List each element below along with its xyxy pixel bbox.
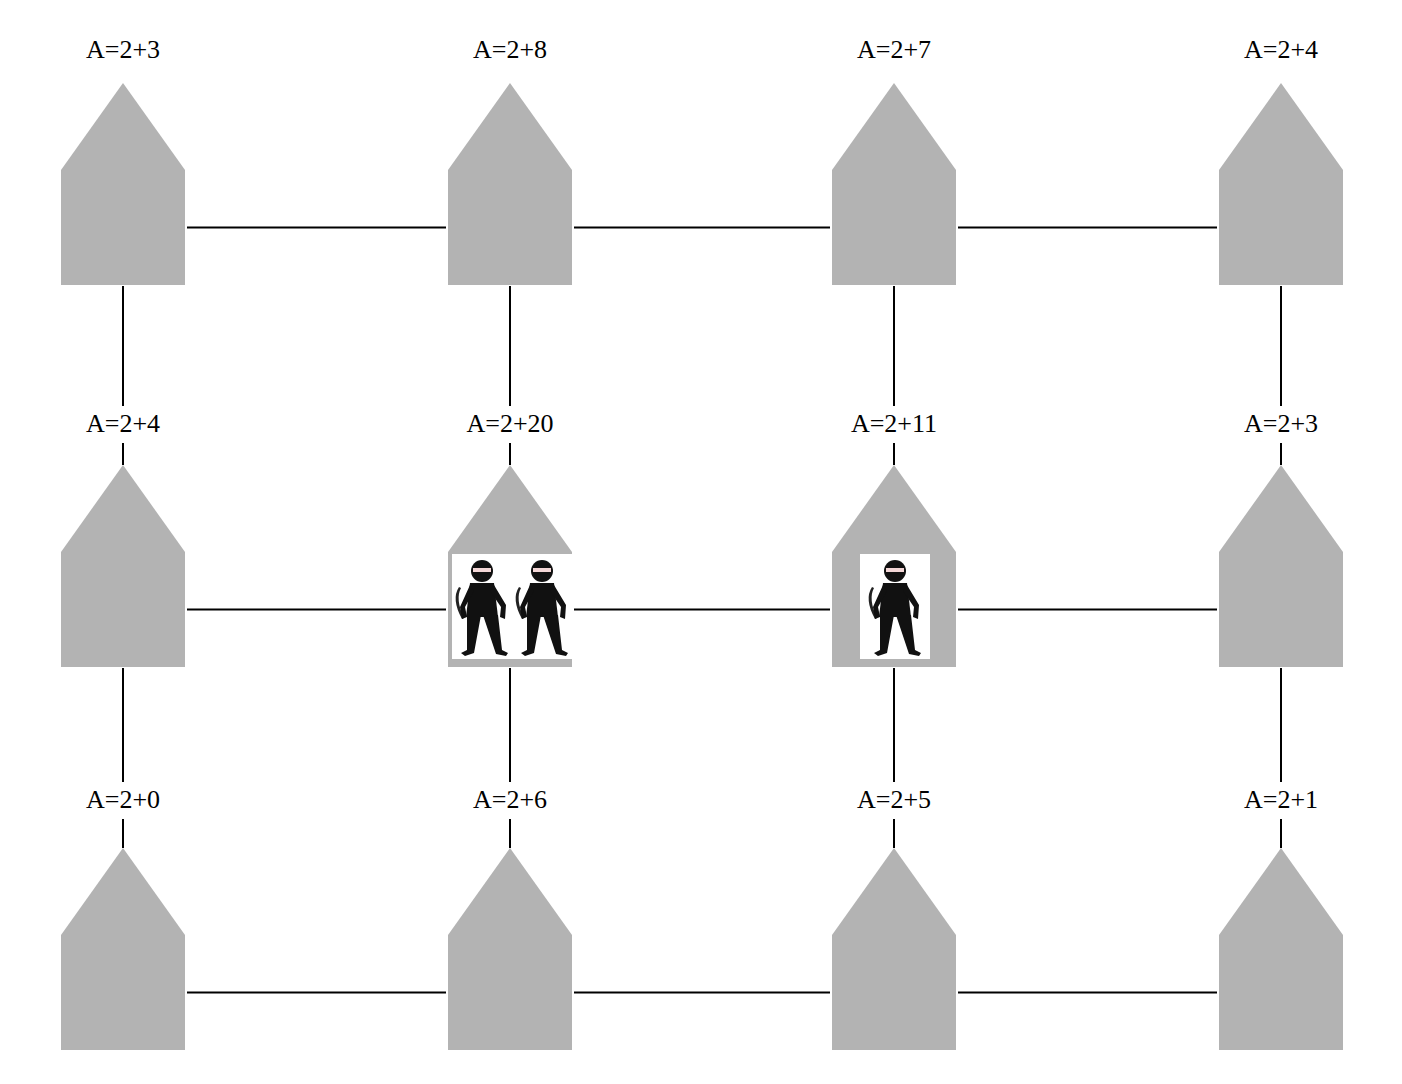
house-shape (1219, 848, 1343, 1050)
house-node: A=2+5 (832, 785, 956, 1050)
house-body (61, 552, 185, 667)
street-line (187, 609, 446, 611)
house-value-label: A=2+5 (832, 785, 956, 815)
street-line (509, 286, 511, 406)
house-value-label: A=2+1 (1219, 785, 1343, 815)
house-shape (1219, 83, 1343, 285)
house-roof (832, 848, 956, 935)
grid-line-stub (448, 439, 572, 465)
house-roof (1219, 465, 1343, 552)
house-node: A=2+6 (448, 785, 572, 1050)
house-body (1219, 552, 1343, 667)
house-node: A=2+20 (448, 409, 572, 667)
house-shape (61, 848, 185, 1050)
street-line (574, 227, 830, 229)
street-line (122, 286, 124, 406)
house-roof (832, 83, 956, 170)
house-value-label: A=2+3 (1219, 409, 1343, 439)
street-line (122, 668, 124, 782)
house-shape (448, 465, 572, 667)
street-line (187, 992, 446, 994)
house-shape (832, 83, 956, 285)
house-value-label: A=2+4 (1219, 35, 1343, 65)
house-roof (1219, 83, 1343, 170)
house-value-label: A=2+8 (448, 35, 572, 65)
house-value-label: A=2+20 (448, 409, 572, 439)
street-line (509, 668, 511, 782)
house-body (832, 170, 956, 285)
house-roof (61, 83, 185, 170)
house-roof (448, 848, 572, 935)
house-body (1219, 935, 1343, 1050)
house-shape (832, 465, 956, 667)
grid-line-stub (832, 439, 956, 465)
grid-line-stub (1219, 439, 1343, 465)
house-node: A=2+0 (61, 785, 185, 1050)
house-value-label: A=2+0 (61, 785, 185, 815)
grid-line-stub (448, 815, 572, 848)
house-node: A=2+4 (1219, 35, 1343, 285)
house-value-label: A=2+11 (832, 409, 956, 439)
house-body (61, 935, 185, 1050)
street-line (958, 992, 1217, 994)
house-node: A=2+4 (61, 409, 185, 667)
house-node: A=2+7 (832, 35, 956, 285)
house-shape (448, 848, 572, 1050)
picture-ground (452, 554, 572, 659)
burglar-figure (869, 560, 921, 656)
house-value-label: A=2+6 (448, 785, 572, 815)
grid-line-stub (61, 439, 185, 465)
house-node: A=2+11 (832, 409, 956, 667)
house-body (832, 552, 956, 667)
house-node: A=2+1 (1219, 785, 1343, 1050)
house-value-label: A=2+7 (832, 35, 956, 65)
house-shape (61, 465, 185, 667)
burglar-figure (456, 560, 508, 656)
house-shape (448, 83, 572, 285)
street-line (187, 227, 446, 229)
house-body (448, 935, 572, 1050)
house-roof (832, 465, 956, 552)
house-node: A=2+3 (1219, 409, 1343, 667)
house-shape (1219, 465, 1343, 667)
house-roof (448, 465, 572, 552)
house-value-label: A=2+3 (61, 35, 185, 65)
street-line (1280, 286, 1282, 406)
burglar-figure (516, 560, 568, 656)
street-line (574, 992, 830, 994)
house-shape (832, 848, 956, 1050)
house-roof (61, 465, 185, 552)
street-line (574, 609, 830, 611)
house-shape (61, 83, 185, 285)
grid-line-stub (61, 815, 185, 848)
house-body (448, 552, 572, 667)
house-roof (1219, 848, 1343, 935)
street-line (1280, 668, 1282, 782)
picture-ground (860, 554, 930, 659)
street-line (893, 286, 895, 406)
house-node: A=2+3 (61, 35, 185, 285)
grid-line-stub (1219, 815, 1343, 848)
house-body (448, 170, 572, 285)
house-body (1219, 170, 1343, 285)
grid-line-stub (832, 815, 956, 848)
house-node: A=2+8 (448, 35, 572, 285)
street-line (958, 227, 1217, 229)
street-line (893, 668, 895, 782)
house-roof (61, 848, 185, 935)
house-value-label: A=2+4 (61, 409, 185, 439)
house-body (832, 935, 956, 1050)
house-roof (448, 83, 572, 170)
street-line (958, 609, 1217, 611)
house-body (61, 170, 185, 285)
